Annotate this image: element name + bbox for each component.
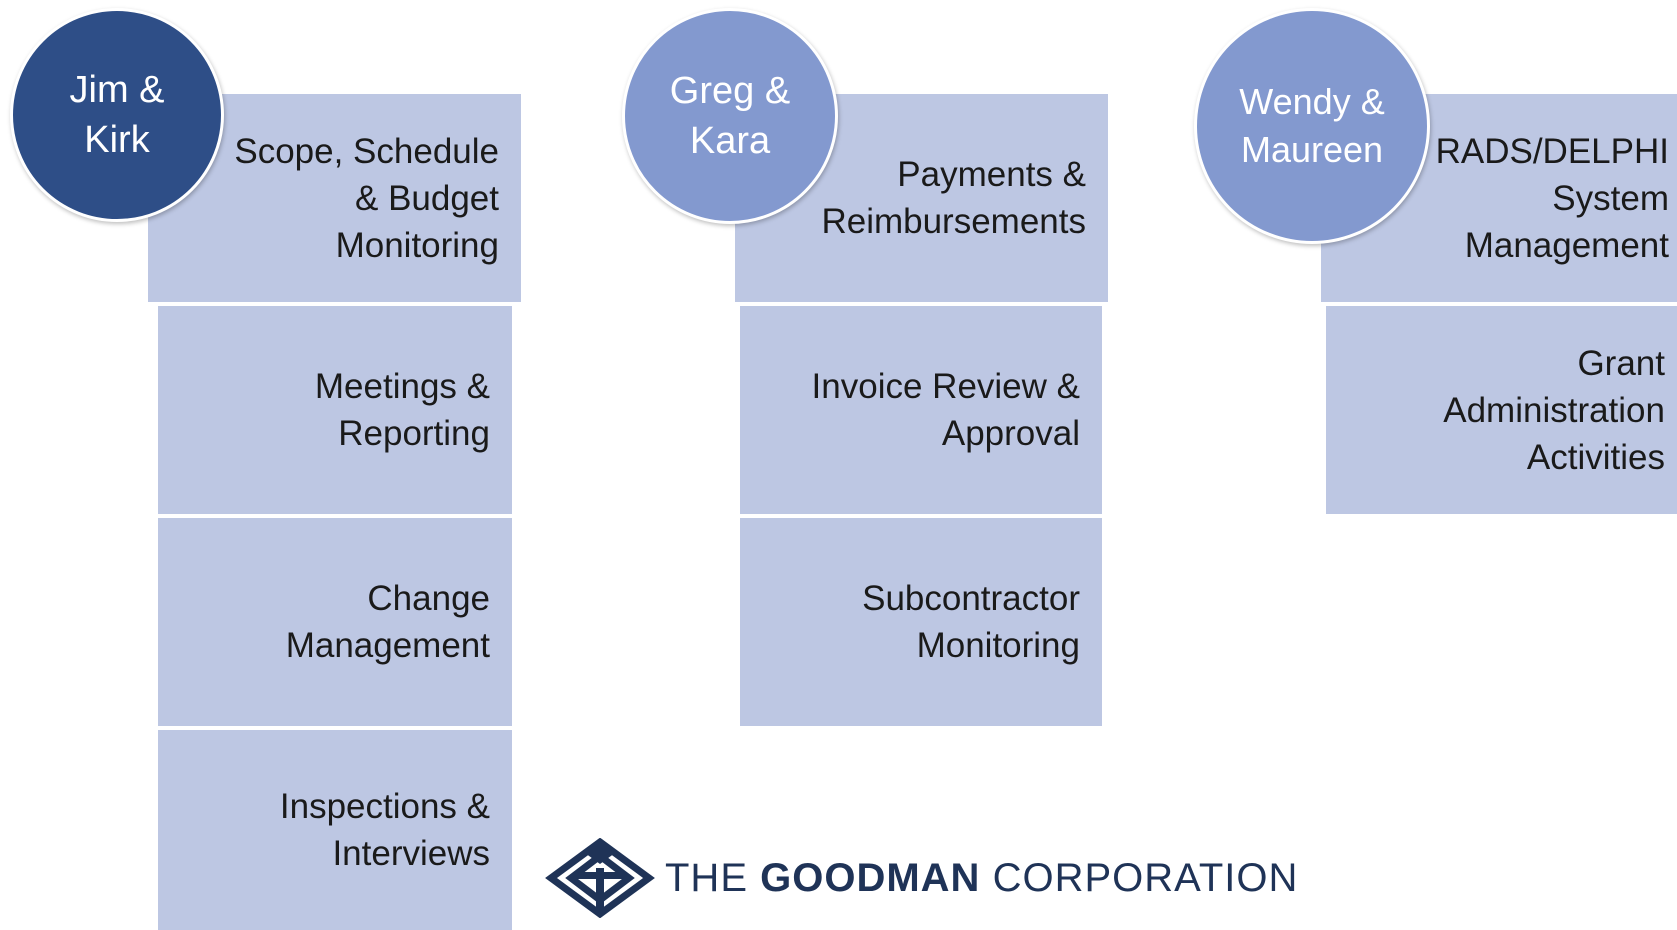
goodman-logo-text: THE GOODMAN CORPORATION bbox=[665, 856, 1298, 901]
task-box-scope-schedule-budget: Scope, Schedule & Budget Monitoring bbox=[148, 94, 521, 302]
lead-label: Greg & Kara bbox=[669, 70, 791, 162]
task-label: Subcontractor Monitoring bbox=[862, 579, 1080, 665]
task-label: Payments & Reimbursements bbox=[821, 155, 1086, 241]
task-label: Grant Administration Activities bbox=[1443, 343, 1665, 477]
logo-prefix: THE bbox=[665, 855, 748, 900]
goodman-logo-mark-icon bbox=[545, 838, 655, 918]
task-label: RADS/DELPHI System Management bbox=[1435, 131, 1669, 265]
task-label: Invoice Review & Approval bbox=[811, 367, 1080, 453]
task-box-subcontractor-monitoring: Subcontractor Monitoring bbox=[740, 518, 1102, 726]
task-label: Inspections & Interviews bbox=[279, 787, 490, 873]
task-label: Meetings & Reporting bbox=[314, 367, 490, 453]
task-box-inspections-interviews: Inspections & Interviews bbox=[158, 730, 512, 930]
lead-circle-wendy-maureen: Wendy & Maureen bbox=[1194, 8, 1430, 244]
logo-suffix: CORPORATION bbox=[992, 855, 1299, 900]
task-label: Scope, Schedule & Budget Monitoring bbox=[234, 131, 499, 265]
lead-circle-jim-kirk: Jim & Kirk bbox=[10, 8, 224, 222]
task-box-meetings-reporting: Meetings & Reporting bbox=[158, 306, 512, 514]
logo-bold-word: GOODMAN bbox=[760, 855, 981, 900]
task-box-invoice-review-approval: Invoice Review & Approval bbox=[740, 306, 1102, 514]
lead-label: Jim & Kirk bbox=[69, 69, 165, 161]
lead-label: Wendy & Maureen bbox=[1239, 81, 1385, 170]
task-box-grant-administration: Grant Administration Activities bbox=[1326, 306, 1677, 514]
task-label: Change Management bbox=[285, 579, 490, 665]
lead-circle-greg-kara: Greg & Kara bbox=[622, 8, 838, 224]
goodman-logo: THE GOODMAN CORPORATION bbox=[545, 838, 1298, 918]
task-box-change-management: Change Management bbox=[158, 518, 512, 726]
